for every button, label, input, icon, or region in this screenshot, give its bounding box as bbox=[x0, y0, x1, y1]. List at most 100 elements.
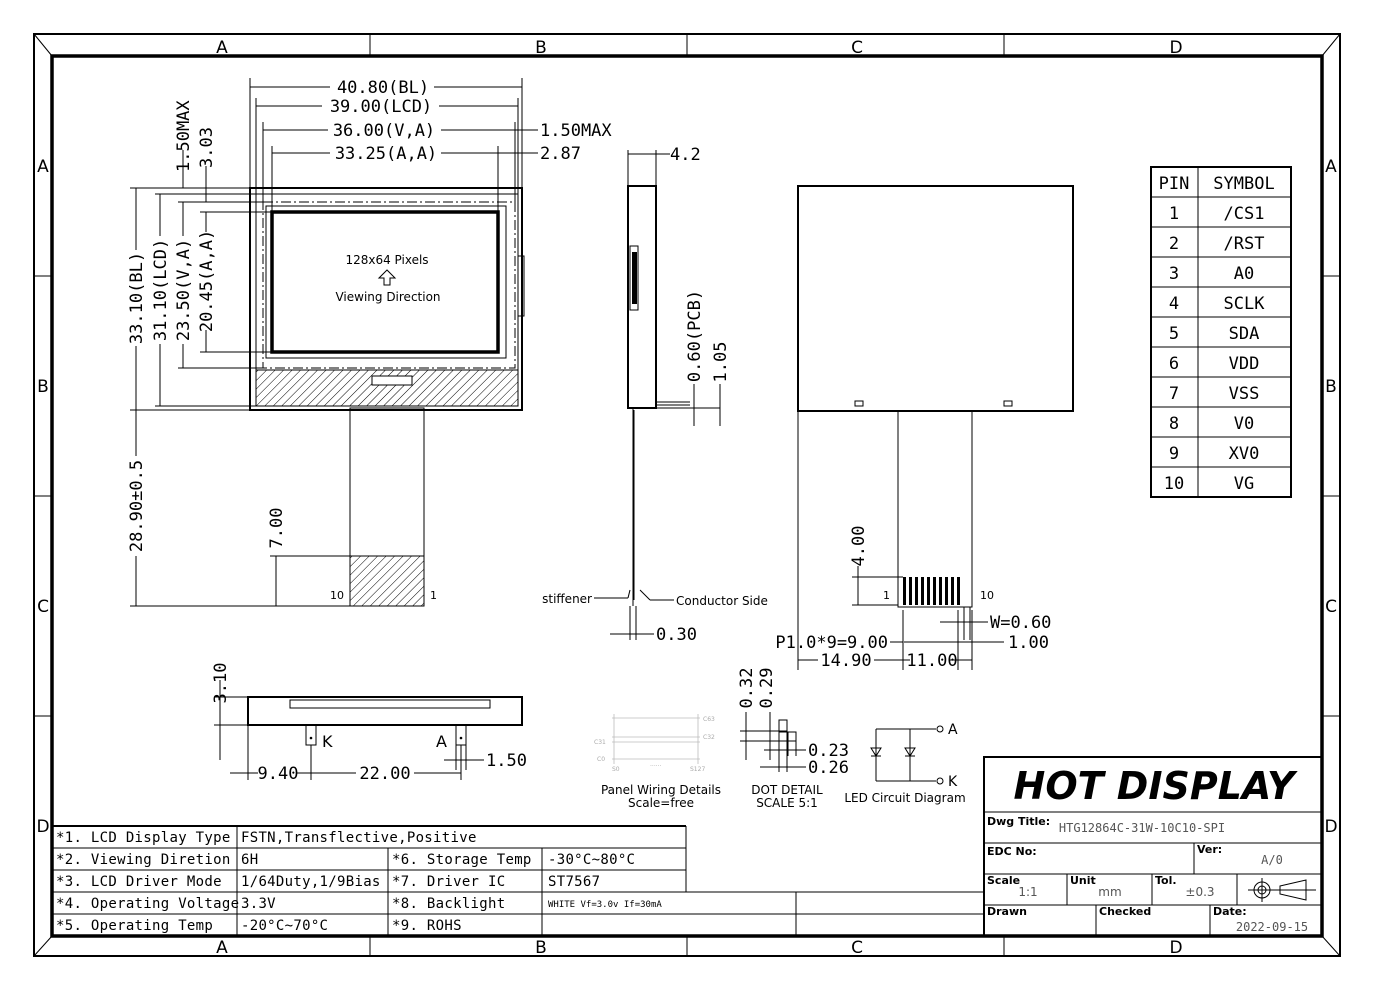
dim-height-aa: 20.45(A,A) bbox=[197, 230, 217, 332]
spec-row-label: *5. Operating Temp bbox=[56, 918, 213, 934]
pin-symbol: SDA bbox=[1229, 324, 1260, 344]
dim-led-pitch: 22.00 bbox=[359, 764, 410, 784]
dim-pcb-thickness: 0.60(PCB) bbox=[685, 290, 705, 382]
pin-symbol: XV0 bbox=[1229, 444, 1260, 464]
led-anode-label: A bbox=[436, 732, 447, 751]
row-label-right-c: C bbox=[1325, 597, 1337, 617]
dim-contact-end: 1.00 bbox=[1008, 633, 1049, 653]
dim-fpc-width: 11.00 bbox=[906, 651, 957, 671]
led-circuit-cathode: K bbox=[948, 774, 958, 790]
unit-value: mm bbox=[1098, 885, 1121, 899]
col-label-top-d: D bbox=[1169, 38, 1182, 58]
led-diode-icon bbox=[904, 747, 916, 757]
spec-row-value: -20°C~70°C bbox=[241, 918, 328, 934]
tol-label: Tol. bbox=[1155, 874, 1177, 887]
pin-table: PIN SYMBOL 1 /CS1 2 /RST 3 A0 4 SCLK 5 S… bbox=[1150, 166, 1292, 498]
date-value: 2022-09-15 bbox=[1236, 920, 1308, 934]
pin-symbol: VSS bbox=[1229, 384, 1260, 404]
pin-symbol: V0 bbox=[1234, 414, 1254, 434]
front-pin-last-label: 1 bbox=[430, 589, 437, 602]
col-label-bottom-b: B bbox=[535, 938, 547, 958]
spec-row-label: *2. Viewing Diretion bbox=[56, 852, 231, 868]
dot-detail: 0.32 0.29 0.23 0.26 DOT DETAIL SCALE 5:1 bbox=[737, 668, 849, 810]
spec-row-label: *9. ROHS bbox=[392, 918, 462, 934]
title-block: HOT DISPLAY Dwg Title: HTG12864C-31W-10C… bbox=[983, 756, 1323, 937]
front-view: 128x64 Pixels Viewing Direction 10 1 bbox=[127, 78, 612, 607]
panel-wiring-details: C63 C32 C31 C0 S0 S127 ...... Panel Wiri… bbox=[594, 714, 721, 810]
projection-symbol-icon bbox=[1248, 878, 1316, 902]
col-label-top-b: B bbox=[535, 38, 547, 58]
row-label-right-d: D bbox=[1324, 817, 1337, 837]
wiring-dots: ...... bbox=[650, 761, 662, 768]
scale-label: Scale bbox=[987, 874, 1020, 887]
dim-fpc-length: 28.90±0.5 bbox=[127, 460, 147, 552]
drawn-label: Drawn bbox=[987, 905, 1027, 918]
led-cathode-label: K bbox=[322, 732, 333, 751]
grid-labels: A B C D A B C D A B C D A B C D bbox=[36, 38, 1337, 958]
wiring-label-c32: C32 bbox=[703, 734, 715, 741]
row-label-right-b: B bbox=[1325, 377, 1337, 397]
led-circuit-diagram: A K LED Circuit Diagram bbox=[844, 722, 965, 805]
dwg-title-value: HTG12864C-31W-10C10-SPI bbox=[1059, 821, 1225, 835]
dim-module-thickness: 4.2 bbox=[670, 145, 701, 165]
back-view: 1 10 4.00 W=0.60 1.00 P1.0*9=9.00 14.90 … bbox=[775, 185, 1074, 671]
side-view: 4.2 0.60(PCB) 1.05 0.30 stiffener Conduc… bbox=[542, 145, 768, 645]
display-resolution-label: 128x64 Pixels bbox=[345, 253, 428, 267]
pin-number: 5 bbox=[1169, 324, 1179, 344]
col-label-bottom-c: C bbox=[851, 938, 863, 958]
spec-row-label: *6. Storage Temp bbox=[392, 852, 532, 868]
dim-k-offset: 9.40 bbox=[258, 764, 299, 784]
dim-dot-pitch-x: 0.32 bbox=[737, 668, 757, 709]
wiring-label-c63: C63 bbox=[703, 716, 715, 723]
dot-detail-scale: SCALE 5:1 bbox=[756, 796, 818, 810]
dim-dot-pitch-y: 0.29 bbox=[757, 668, 777, 709]
spec-row-value: FSTN,Transflective,Positive bbox=[241, 830, 477, 846]
pin-number: 9 bbox=[1169, 444, 1179, 464]
dim-side-offset: 1.05 bbox=[711, 342, 731, 383]
pin-number: 10 bbox=[1164, 474, 1184, 494]
wiring-label-c31: C31 bbox=[594, 739, 606, 746]
pin-number: 1 bbox=[1169, 204, 1179, 224]
pin-table-header-symbol: SYMBOL bbox=[1213, 174, 1274, 194]
pin-number: 2 bbox=[1169, 234, 1179, 254]
back-pin-last-label: 10 bbox=[980, 589, 994, 602]
pin-symbol: /RST bbox=[1224, 234, 1265, 254]
date-label: Date: bbox=[1213, 905, 1247, 918]
stiffener-label: stiffener bbox=[542, 592, 592, 606]
bottom-view: K A 3.10 9.40 22.00 1.50 bbox=[211, 663, 527, 784]
row-label-left-a: A bbox=[37, 157, 49, 177]
back-pin-first-label: 1 bbox=[883, 589, 890, 602]
company-name: HOT DISPLAY bbox=[1014, 764, 1298, 808]
dim-contact-width: W=0.60 bbox=[990, 613, 1051, 633]
dim-fpc-stiffener: 7.00 bbox=[267, 508, 287, 549]
spec-row-label: *4. Operating Voltage bbox=[56, 896, 239, 912]
col-label-bottom-d: D bbox=[1169, 938, 1182, 958]
dim-contact-length: 4.00 bbox=[849, 526, 869, 567]
pin-number: 7 bbox=[1169, 384, 1179, 404]
viewing-direction-arrow-icon bbox=[377, 269, 397, 286]
scale-value: 1:1 bbox=[1018, 885, 1037, 899]
led-circuit-anode: A bbox=[948, 722, 958, 738]
spec-row-label: *3. LCD Driver Mode bbox=[56, 874, 222, 890]
tol-value: ±0.3 bbox=[1185, 885, 1214, 899]
col-label-bottom-a: A bbox=[216, 938, 228, 958]
dim-dot-gap-y: 0.26 bbox=[808, 758, 849, 778]
dim-contact-pitch: P1.0*9=9.00 bbox=[775, 633, 888, 653]
pin-symbol: A0 bbox=[1234, 264, 1254, 284]
front-pin-first-label: 10 bbox=[330, 589, 344, 602]
row-label-left-b: B bbox=[37, 377, 49, 397]
pin-symbol: /CS1 bbox=[1224, 204, 1265, 224]
pin-table-header-pin: PIN bbox=[1159, 174, 1190, 194]
pin-number: 6 bbox=[1169, 354, 1179, 374]
ver-label: Ver: bbox=[1197, 843, 1222, 856]
wiring-label-s127: S127 bbox=[690, 766, 705, 773]
col-label-top-a: A bbox=[216, 38, 228, 58]
spec-row-label: *1. LCD Display Type bbox=[56, 830, 231, 846]
dim-height-va: 23.50(V,A) bbox=[174, 239, 194, 341]
unit-label: Unit bbox=[1070, 874, 1096, 887]
row-label-right-a: A bbox=[1325, 157, 1337, 177]
spec-table: *1. LCD Display Type FSTN,Transflective,… bbox=[52, 825, 984, 936]
dwg-title-label: Dwg Title: bbox=[987, 815, 1050, 828]
pin-symbol: VG bbox=[1234, 474, 1254, 494]
